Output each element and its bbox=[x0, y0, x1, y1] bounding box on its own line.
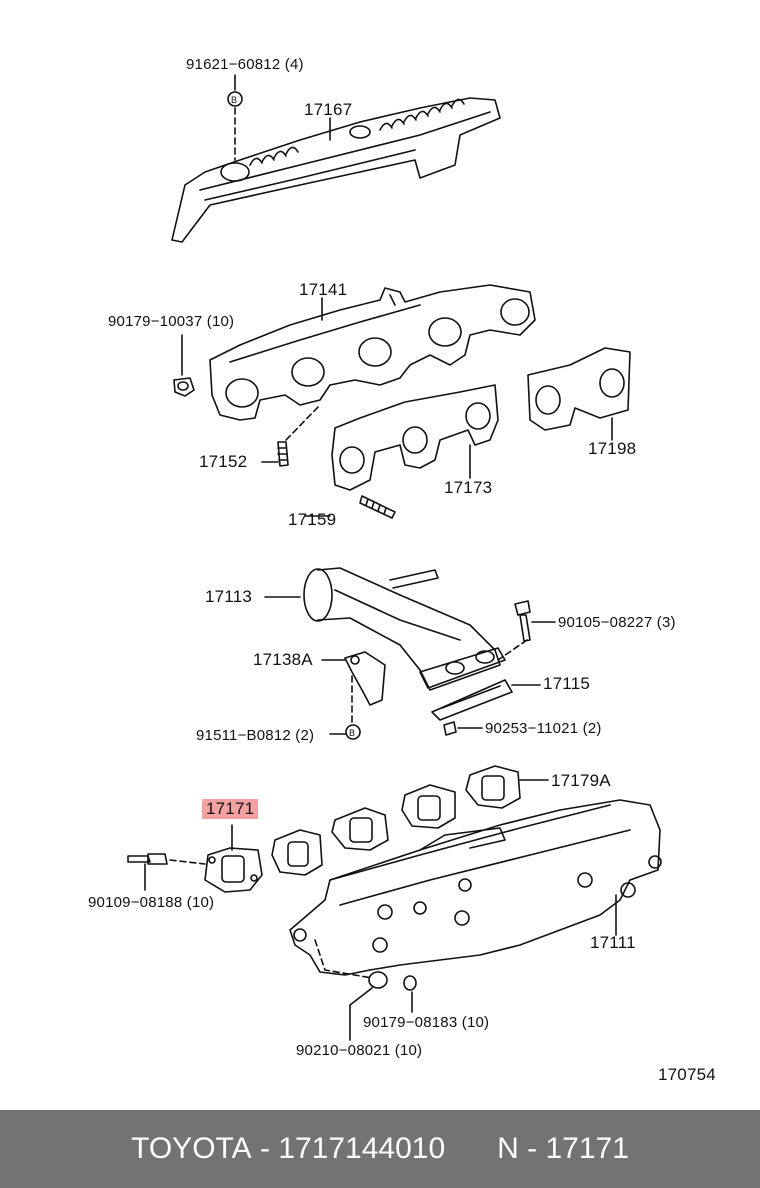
label-17159: 17159 bbox=[288, 510, 337, 529]
label-91511: 91511−B0812 (2) bbox=[196, 727, 315, 744]
pipe-17113 bbox=[304, 568, 505, 690]
label-17138A: 17138A bbox=[253, 650, 313, 669]
bolt-91621: B bbox=[228, 75, 242, 160]
gasket-17198 bbox=[528, 348, 630, 430]
label-90179-10037: 90179−10037 (10) bbox=[108, 313, 235, 330]
nut-90179-10037 bbox=[174, 335, 194, 396]
heat-insulator-17167 bbox=[172, 98, 500, 242]
nut-90253 bbox=[444, 722, 482, 735]
stud-17159 bbox=[305, 496, 395, 518]
svg-text:B: B bbox=[349, 728, 355, 738]
manifold-17111 bbox=[290, 800, 661, 975]
bracket-17138A bbox=[322, 652, 385, 722]
footer-separator: - bbox=[251, 1132, 279, 1165]
label-17111: 17111 bbox=[590, 933, 636, 952]
label-17152: 17152 bbox=[199, 452, 248, 471]
label-91621: 91621−60812 (4) bbox=[186, 56, 304, 73]
gasket-17179A bbox=[272, 766, 520, 875]
label-90253: 90253−11021 (2) bbox=[485, 720, 602, 737]
gasket-17171 bbox=[205, 848, 262, 892]
part-info-footer: TOYOTA - 1717144010 N - 17171 bbox=[0, 1110, 760, 1188]
diagram-id: 170754 bbox=[658, 1065, 716, 1084]
svg-text:B: B bbox=[231, 95, 237, 105]
label-90105: 90105−08227 (3) bbox=[558, 614, 676, 631]
stud-17152 bbox=[262, 405, 320, 466]
label-17171-highlighted: 17171 bbox=[202, 799, 259, 819]
nut-91511: B bbox=[330, 725, 360, 739]
footer-part-number: 1717144010 bbox=[278, 1132, 446, 1165]
label-17179A: 17179A bbox=[551, 771, 611, 790]
parts-diagram: B bbox=[88, 56, 716, 1084]
stud-90109 bbox=[128, 854, 205, 890]
bolt-90105 bbox=[498, 601, 555, 660]
label-17167: 17167 bbox=[304, 100, 353, 119]
label-90109: 90109−08188 (10) bbox=[88, 894, 215, 911]
label-17173: 17173 bbox=[444, 478, 493, 497]
manifold-17141 bbox=[210, 285, 535, 420]
nut-90179-08183 bbox=[404, 976, 416, 1012]
label-17141: 17141 bbox=[299, 280, 348, 299]
gasket-17173 bbox=[332, 385, 498, 490]
footer-brand: TOYOTA bbox=[131, 1132, 252, 1165]
label-17113: 17113 bbox=[205, 587, 253, 606]
gasket-17115 bbox=[432, 680, 540, 720]
label-17198: 17198 bbox=[588, 439, 637, 458]
label-90210-08021: 90210−08021 (10) bbox=[296, 1042, 423, 1059]
label-17115: 17115 bbox=[543, 674, 591, 693]
washer-90210-08021 bbox=[315, 940, 387, 1040]
label-90179-08183: 90179−08183 (10) bbox=[363, 1014, 490, 1031]
footer-ref: N - 17171 bbox=[497, 1132, 629, 1165]
